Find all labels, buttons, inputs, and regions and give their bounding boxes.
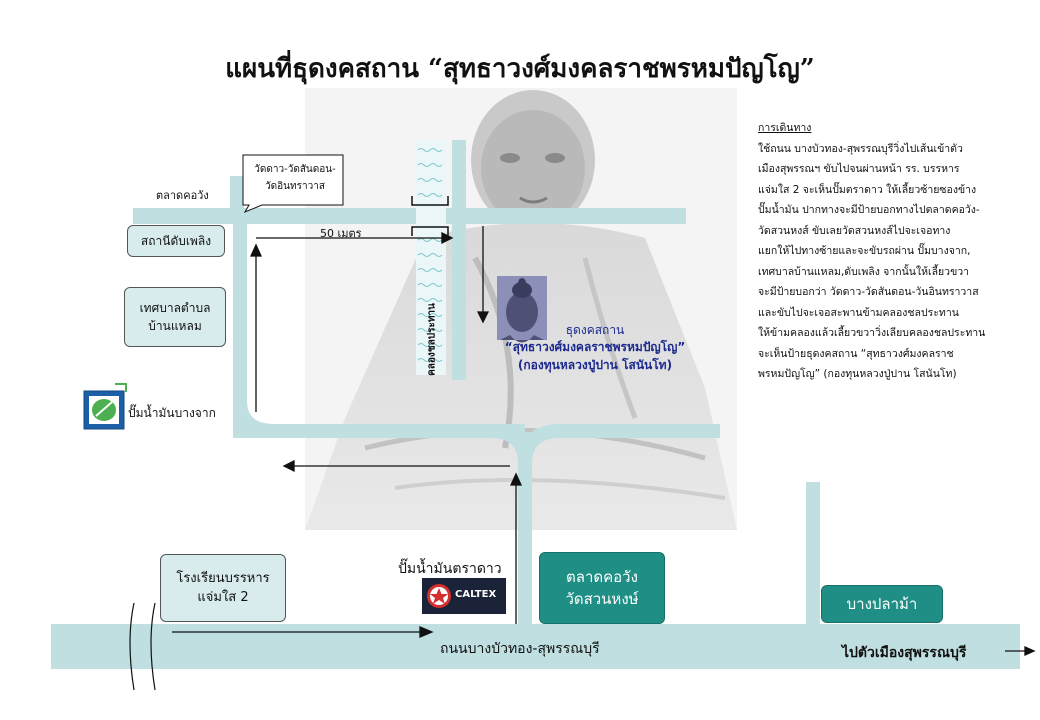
municipality-line2: บ้านแหลม bbox=[148, 319, 202, 333]
direction-sign-line2: วัดอินทราวาส bbox=[265, 181, 325, 192]
directions-line: พรหมปัญโญ” (กองทุนหลวงปู่ปาน โสนันโท) bbox=[758, 368, 957, 380]
caltex-logo-text: CALTEX bbox=[455, 589, 497, 600]
directions-line: และขับไปจะเจอสะพานข้ามคลองชลประทาน bbox=[758, 306, 959, 319]
directions-line: เทศบาลบ้านแหลม,ดับเพลิง จากนั้นให้เลี้ยว… bbox=[758, 265, 970, 278]
talat-kho-wang-label: ตลาดคอวัง bbox=[156, 189, 209, 202]
middle-road bbox=[233, 424, 525, 438]
canal-label-wrap: คลองชลประทาน bbox=[424, 290, 440, 390]
top-road bbox=[133, 208, 686, 224]
market-line2: วัดสวนหงษ์ bbox=[565, 590, 639, 608]
bangchak-label: ปั๊มน้ำมันบางจาก bbox=[128, 406, 216, 420]
canal-road bbox=[452, 140, 466, 380]
left-vertical-road bbox=[233, 222, 247, 432]
municipality-box: เทศบาลตำบล บ้านแหลม bbox=[124, 287, 226, 347]
buddha-icon bbox=[497, 276, 547, 343]
directions-line: ใช้ถนน บางบัวทอง-สุพรรณบุรีวิ่งไปเส้นเข้… bbox=[758, 142, 963, 155]
canal-label: คลองชลประทาน bbox=[426, 303, 438, 376]
directions-line: จะเห็นป้ายธุดงคสถาน “สุทธาวงศ์มงคลราช bbox=[758, 347, 954, 360]
direction-sign: วัดดาว-วัดสันดอน- วัดอินทราวาส bbox=[248, 161, 342, 195]
destination-line2: “สุทธาวงศ์มงคลราชพรหมปัญโญ” bbox=[504, 340, 686, 355]
caltex-logo-icon bbox=[422, 578, 506, 614]
directions-line: ปั๊มน้ำมัน ปากทางจะมีป้ายบอกทางไปตลาดคอว… bbox=[758, 204, 980, 216]
main-road-label: ถนนบางบัวทอง-สุพรรณบุรี bbox=[440, 641, 600, 657]
junction-road bbox=[518, 432, 532, 628]
directions-line: วัดสวนหงส์ ขับเลยวัดสวนหงส์ไปจะเจอทาง bbox=[758, 224, 951, 237]
bang-pla-ma-box: บางปลาม้า bbox=[821, 585, 943, 623]
directions-line: แจ่มใส 2 จะเห็นปั๊มตราดาว ให้เลี้ยวซ้ายซ… bbox=[758, 183, 977, 196]
market-box: ตลาดคอวัง วัดสวนหงษ์ bbox=[539, 552, 665, 624]
destination-label: ธุดงคสถาน “สุทธาวงศ์มงคลราชพรหมปัญโญ” (ก… bbox=[480, 322, 710, 374]
left-connector-road bbox=[230, 176, 244, 224]
map-title: แผนที่ธุดงคสถาน “สุทธาวงศ์มงคลราชพรหมปัญ… bbox=[225, 54, 815, 84]
directions-line: เมืองสุพรรณฯ ขับไปจนผ่านหน้า รร. บรรหาร bbox=[758, 163, 960, 175]
destination-line3: (กองทุนหลวงปู่ปาน โสนันโท) bbox=[517, 357, 673, 372]
distance-label: 50 เมตร bbox=[320, 227, 362, 240]
directions-line: จะมีป้ายบอกว่า วัดดาว-วัดสันดอน-วันอินทร… bbox=[758, 286, 979, 298]
school-line1: โรงเรียนบรรหาร bbox=[176, 570, 270, 586]
directions-line: แยกให้ไปทางซ้ายและจะขับรถผ่าน ปั๊มบางจาก… bbox=[758, 245, 971, 257]
bang-pla-ma-road bbox=[806, 482, 820, 628]
municipality-line1: เทศบาลตำบล bbox=[139, 301, 211, 315]
school-box: โรงเรียนบรรหาร แจ่มใส 2 bbox=[160, 554, 286, 622]
bangchak-logo-icon bbox=[83, 383, 127, 430]
directions-line: ให้ข้ามคลองแล้วเลี้ยวขวาวิ่งเลียบคลองชลป… bbox=[758, 327, 986, 339]
caltex-station-label: ปั๊มน้ำมันตราดาว bbox=[398, 561, 502, 577]
directions-heading: การเดินทาง bbox=[758, 122, 812, 134]
fire-station-box: สถานีดับเพลิง bbox=[127, 225, 225, 257]
market-line1: ตลาดคอวัง bbox=[566, 567, 638, 586]
to-suphanburi-label: ไปตัวเมืองสุพรรณบุรี bbox=[842, 645, 967, 661]
school-line2: แจ่มใส 2 bbox=[197, 590, 249, 605]
directions-panel: การเดินทาง ใช้ถนน บางบัวทอง-สุพรรณบุรีวิ… bbox=[758, 118, 1038, 385]
direction-sign-line1: วัดดาว-วัดสันดอน- bbox=[254, 164, 336, 175]
destination-line1: ธุดงคสถาน bbox=[565, 323, 625, 337]
